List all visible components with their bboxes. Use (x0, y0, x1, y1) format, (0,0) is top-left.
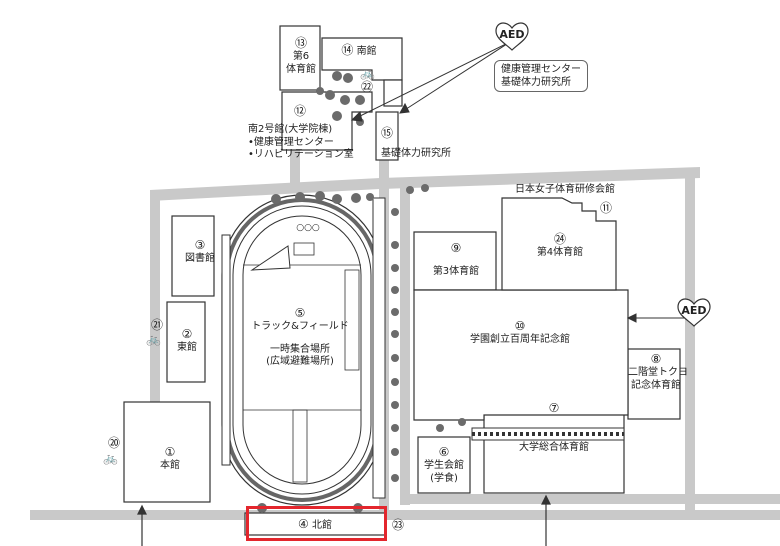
aed-east-badge: AED (681, 304, 707, 317)
track-fan-seating (250, 245, 291, 271)
marker-21: ㉑ (150, 318, 163, 332)
building-9-label[interactable]: ⑨ 第3体育館 (432, 241, 480, 277)
building-15-shape (375, 111, 399, 161)
road-bottom-right (400, 494, 780, 504)
building-7-label[interactable]: ⑦ 大学総合体育館 (519, 401, 589, 453)
building-6-shape (417, 436, 471, 494)
building-10-label[interactable]: ⑩ 学園創立百周年記念館 (470, 319, 570, 345)
building-12-shape (281, 91, 373, 151)
building-small-south (383, 79, 403, 107)
aed-pointers (350, 41, 690, 323)
building-10-shape (413, 289, 629, 421)
building-12-number: ⑫ (293, 104, 306, 118)
marker-23: ㉓ (391, 518, 404, 532)
aed-south-badge: AED (499, 28, 525, 41)
aed-hearts (495, 22, 711, 327)
building-12-label[interactable]: 南2号館(大学院棟) •健康管理センター •リハビリテーション室 (248, 124, 354, 160)
building-24-label[interactable]: ㉔ 第4体育館 (536, 232, 584, 258)
building-1-label[interactable]: ① 本館 (160, 445, 180, 471)
road-right-vertical (400, 185, 410, 505)
callout-line-1: 健康管理センター (501, 64, 581, 75)
trees (257, 71, 466, 513)
track-grandstand (372, 197, 386, 499)
aed-callout: 健康管理センター 基礎体力研究所 (494, 60, 588, 92)
building-6-label[interactable]: ⑥ 学生会館 (学食) (424, 445, 464, 484)
road-far-right-vertical (685, 170, 695, 515)
building-3-label[interactable]: ③ 図書館 (185, 238, 215, 264)
bike-icon: 🚲 (103, 451, 118, 465)
bike-icon: 🚲 (360, 66, 375, 80)
building-11-label[interactable]: 日本女子体育研修会館 (515, 184, 615, 195)
marker-20: ⑳ (107, 436, 120, 450)
marker-22: ㉒ (360, 80, 373, 94)
highlight-box (246, 506, 387, 541)
road-bottom-horizontal (30, 510, 780, 520)
callout-line-2: 基礎体力研究所 (501, 77, 571, 88)
building-13-shape (279, 25, 321, 91)
building-15-number: ⑮ (380, 126, 393, 140)
building-8-shape (627, 348, 681, 420)
building-2-label[interactable]: ② 東館 (177, 327, 197, 353)
track-left-stand (221, 234, 231, 466)
building-1-shape (123, 401, 211, 503)
building-4-label[interactable]: ④ 北館 (298, 517, 332, 531)
building-13-label[interactable]: ⑬ 第6 体育館 (286, 36, 316, 75)
bike-icon: 🚲 (146, 332, 161, 346)
building-2-shape (166, 301, 206, 383)
building-24-shape (501, 197, 617, 291)
building-11-number: ⑪ (599, 201, 612, 215)
track-dots: ○○○ (296, 223, 320, 233)
entrance-arrows (137, 494, 551, 546)
road-south-connector (290, 150, 300, 190)
building-15-label[interactable]: 基礎体力研究所 (381, 148, 451, 159)
building-14-shape (321, 37, 403, 81)
building-14-label[interactable]: ⑭ 南館 (341, 43, 377, 57)
building-3-shape (171, 215, 215, 297)
building-8-label[interactable]: ⑧ 二階堂トクヨ 記念体育館 (628, 352, 688, 391)
building-7-hatch (471, 427, 625, 441)
building-5-label[interactable]: ⑤ トラック&フィールド 一時集合場所 (広域避難場所) (251, 306, 349, 367)
road-left-vertical (150, 190, 160, 500)
